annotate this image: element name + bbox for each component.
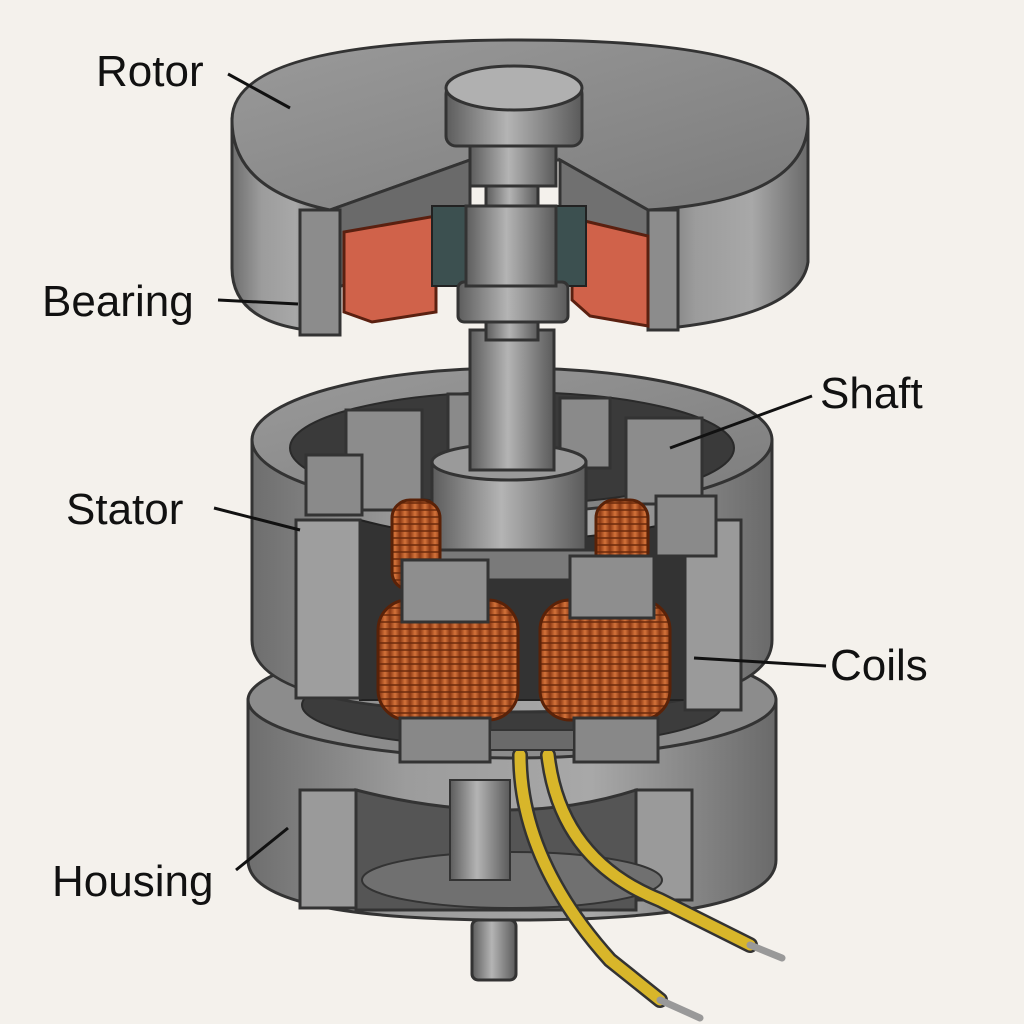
leader-shaft	[669, 394, 813, 450]
label-shaft: Shaft	[820, 369, 923, 418]
label-stator: Stator	[66, 485, 184, 534]
leader-bearing	[217, 298, 299, 306]
leader-housing	[235, 826, 289, 872]
rotor-part	[230, 38, 810, 337]
label-coils: Coils	[830, 641, 928, 690]
label-bearing: Bearing	[42, 277, 194, 326]
leader-rotor	[227, 72, 291, 110]
label-housing: Housing	[52, 857, 214, 906]
lead-wires	[512, 747, 786, 1022]
coils-part	[376, 498, 672, 764]
leader-coils	[693, 656, 827, 668]
leader-stator	[213, 506, 301, 532]
label-rotor: Rotor	[96, 47, 204, 96]
leader-lines	[213, 72, 827, 872]
